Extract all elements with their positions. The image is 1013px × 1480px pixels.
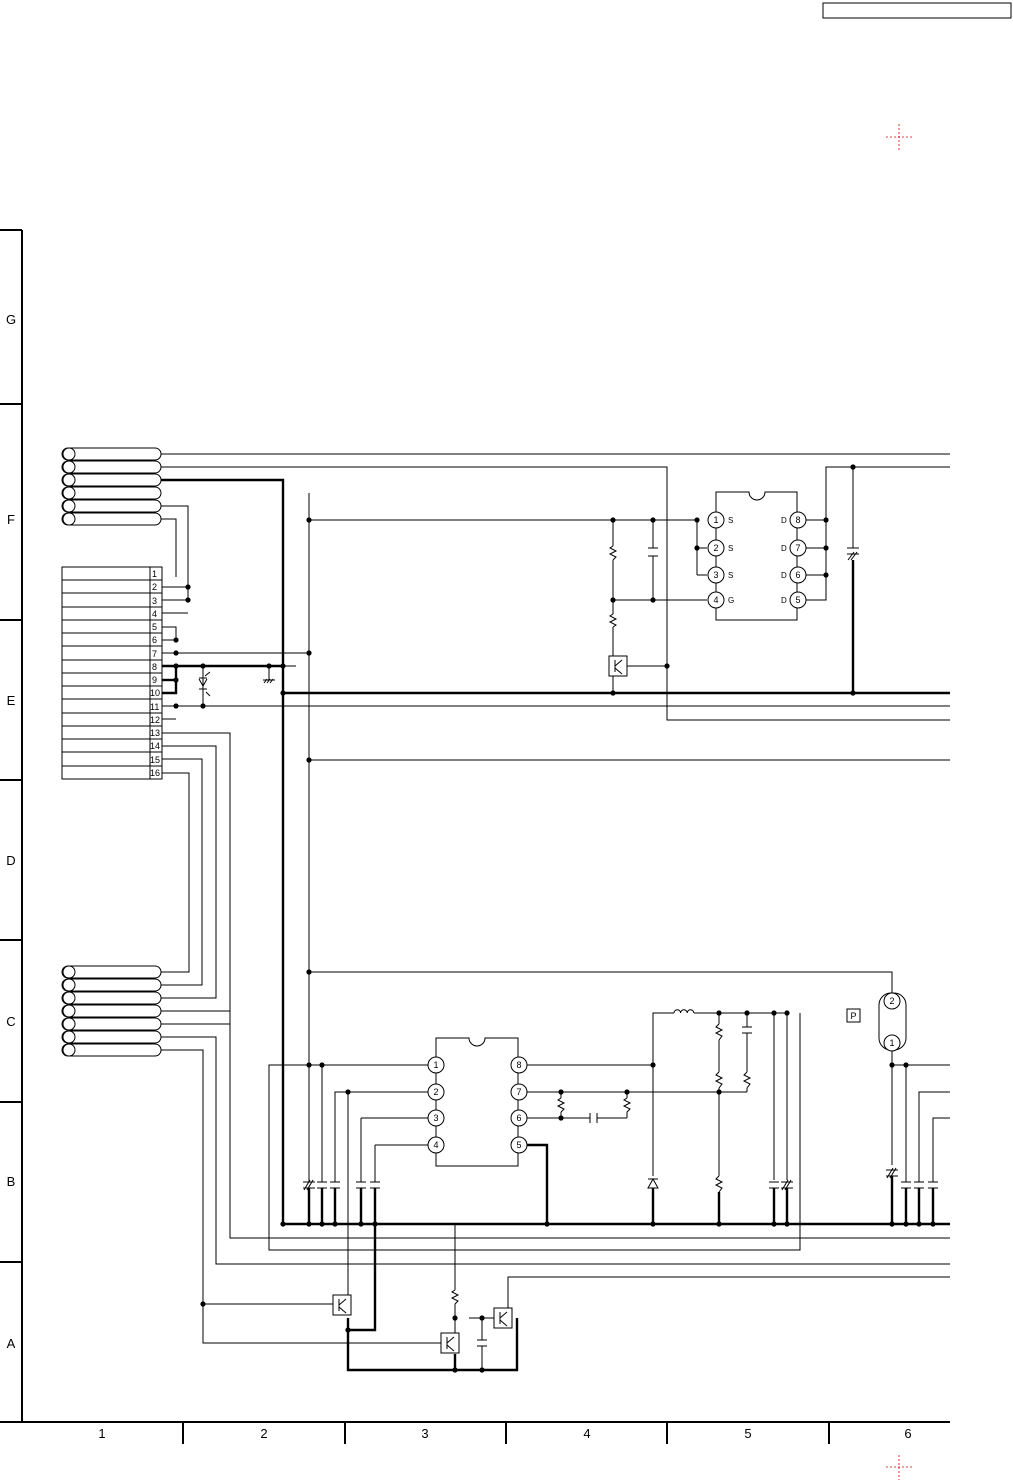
title-box — [822, 2, 1012, 19]
ic-top-letter-5: D — [781, 596, 787, 605]
connector-pin-1: 1 — [152, 569, 157, 579]
column-labels: 1 2 3 4 5 6 — [98, 1426, 911, 1441]
ic-bottom-pin-7: 7 — [516, 1087, 521, 1097]
heavy-wires — [161, 478, 950, 1372]
row-label-d: D — [6, 853, 15, 868]
ic-top — [707, 491, 807, 621]
p-marker-box — [846, 1008, 861, 1023]
capacitors — [303, 547, 938, 1347]
diode — [647, 1177, 659, 1189]
plug-terminals-bottom — [61, 965, 162, 1057]
resistors — [450, 545, 752, 1305]
plug-terminals-top — [61, 447, 162, 526]
row-label-c: C — [6, 1014, 15, 1029]
connector-pin-13: 13 — [150, 728, 160, 738]
connector-pin-8: 8 — [152, 662, 157, 672]
ic-top-letter-7: D — [781, 544, 787, 553]
connector-pin-10: 10 — [150, 688, 160, 698]
ic-bottom — [427, 1037, 528, 1167]
connector-pin-7: 7 — [152, 649, 157, 659]
ic-top-pin-3: 3 — [713, 570, 718, 580]
ic-bottom-labels: 1 2 3 4 8 7 6 5 — [433, 1060, 521, 1150]
connector-pin-4: 4 — [152, 609, 157, 619]
ic-top-pin-7: 7 — [795, 543, 800, 553]
col-label-5: 5 — [744, 1426, 751, 1441]
grid-frame — [0, 229, 950, 1444]
ic-top-pin-5: 5 — [795, 595, 800, 605]
led-indicator — [198, 671, 211, 697]
connector-16pin — [61, 566, 163, 780]
col-label-6: 6 — [904, 1426, 911, 1441]
registration-mark-top — [886, 124, 912, 150]
ic-top-letter-4: G — [728, 596, 734, 605]
ic-top-pin-8: 8 — [795, 515, 800, 525]
ic-bottom-pin-1: 1 — [433, 1060, 438, 1070]
connector-pin-6: 6 — [152, 635, 157, 645]
ic-bottom-pin-4: 4 — [433, 1140, 438, 1150]
inductor — [673, 1009, 695, 1014]
connector-pin-5: 5 — [152, 622, 157, 632]
ic-top-pin-6: 6 — [795, 570, 800, 580]
ic-bottom-pin-3: 3 — [433, 1113, 438, 1123]
connector-pin-numbers: 1 2 3 4 5 6 7 8 9 10 11 12 13 14 15 16 — [150, 569, 160, 778]
ic-top-letter-1: S — [728, 516, 733, 525]
ic-top-letter-6: D — [781, 571, 787, 580]
row-label-b: B — [7, 1174, 16, 1189]
row-label-e: E — [7, 693, 16, 708]
connector-pin-3: 3 — [152, 596, 157, 606]
ic-top-letter-3: S — [728, 571, 733, 580]
row-label-f: F — [7, 512, 15, 527]
connector-pin-15: 15 — [150, 755, 160, 765]
ic-top-letter-2: S — [728, 544, 733, 553]
col-label-1: 1 — [98, 1426, 105, 1441]
transistors — [332, 655, 628, 1354]
connector-pin-12: 12 — [150, 715, 160, 725]
ic-bottom-pin-5: 5 — [516, 1140, 521, 1150]
ic-top-pin-2: 2 — [713, 543, 718, 553]
col-label-4: 4 — [583, 1426, 590, 1441]
ic-top-pin-4: 4 — [713, 595, 718, 605]
row-label-a: A — [7, 1336, 16, 1351]
jumper-connector — [878, 992, 907, 1052]
registration-mark-bottom — [886, 1455, 912, 1480]
ground-symbol — [263, 666, 275, 684]
ic-bottom-pin-8: 8 — [516, 1060, 521, 1070]
jumper-pin-2: 2 — [889, 996, 894, 1006]
row-labels: G F E D C B A — [6, 312, 16, 1351]
connector-pin-14: 14 — [150, 741, 160, 751]
ic-top-labels: 1 2 3 4 8 7 6 5 S S S G D D D D — [713, 515, 800, 605]
ic-top-letter-8: D — [781, 516, 787, 525]
p-marker-label: P — [850, 1011, 856, 1021]
transistor-glyphs — [338, 659, 623, 1352]
jumper-labels: 2 1 — [889, 996, 894, 1048]
connector-pin-2: 2 — [152, 582, 157, 592]
col-label-2: 2 — [260, 1426, 267, 1441]
ic-top-pin-1: 1 — [713, 515, 718, 525]
thin-wires — [161, 453, 950, 1370]
jumper-pin-1: 1 — [889, 1038, 894, 1048]
junction-dots — [173, 464, 936, 1373]
connector-pin-9: 9 — [152, 675, 157, 685]
ic-bottom-pin-2: 2 — [433, 1087, 438, 1097]
ic-bottom-pin-6: 6 — [516, 1113, 521, 1123]
connector-pin-16: 16 — [150, 768, 160, 778]
connector-pin-11: 11 — [150, 702, 159, 712]
col-label-3: 3 — [421, 1426, 428, 1441]
row-label-g: G — [6, 312, 16, 327]
